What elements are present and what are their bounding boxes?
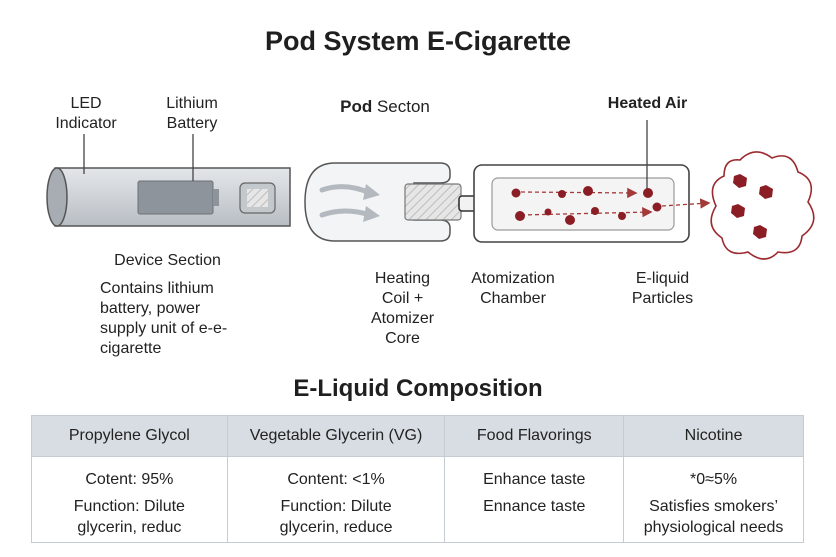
table-row: Cotent: 95% Content: <1% Enhance taste *… (31, 456, 804, 490)
header-nicotine: Nicotine (623, 415, 804, 457)
table-cell: Enhance taste (444, 456, 625, 490)
eliquid-particle (511, 186, 662, 225)
table-cell: Ennance taste (444, 490, 625, 543)
page-title: Pod System E-Cigarette (264, 26, 572, 56)
header-propylene-glycol: Propylene Glycol (31, 415, 228, 457)
battery-icon (137, 180, 219, 215)
eliquid-composition-table: Propylene Glycol Vegetable Glycerin (VG)… (31, 415, 804, 543)
pod-shell (304, 162, 451, 242)
e-cigarette-diagram (46, 120, 815, 260)
vapor-cloud-icon (710, 151, 815, 260)
table-cell: *0≈5% (623, 456, 804, 490)
device-section-label: Device Section (114, 252, 221, 269)
table-header-row: Propylene Glycol Vegetable Glycerin (VG)… (31, 415, 804, 457)
pod-section-label: Pod Secton (340, 97, 430, 116)
table-cell: Content: <1% (226, 456, 446, 490)
header-food-flavorings: Food Flavorings (444, 415, 625, 457)
heated-air-label: Heated Air (607, 95, 688, 112)
particle-flow-arrows (520, 187, 711, 218)
table-cell: Satisfies smokers’physiological needs (623, 490, 804, 543)
heating-coil-label: Heating Coil + Atomizer Core (370, 270, 435, 347)
airflow-arrow-icon (319, 184, 380, 222)
table-cell: Cotent: 95% (31, 456, 228, 490)
device-section-description: Contains lithium battery, power supply u… (100, 280, 228, 357)
led-indicator-icon (239, 182, 276, 214)
header-vegetable-glycerin: Vegetable Glycerin (VG) (226, 415, 446, 457)
table-title: E-Liquid Composition (293, 375, 543, 402)
